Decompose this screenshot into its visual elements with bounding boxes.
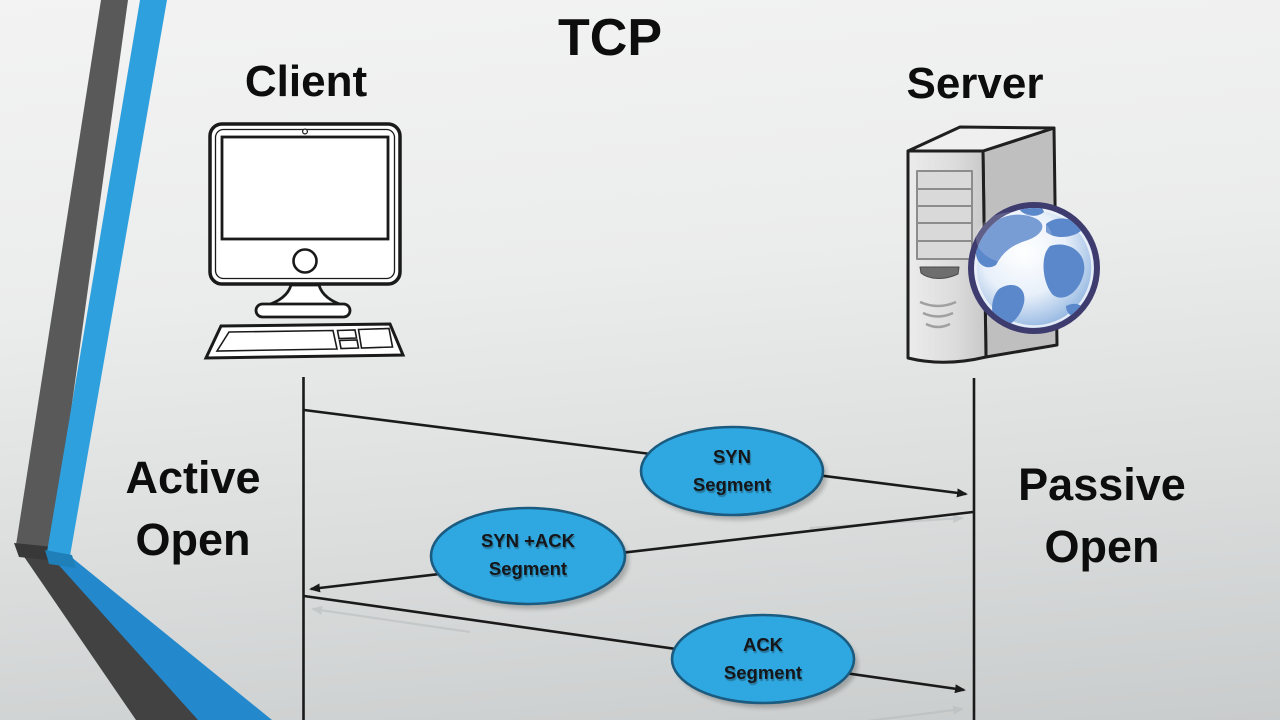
passive-open-line2: Open (1044, 521, 1160, 572)
webcam-dot (302, 128, 309, 135)
left-chevron-stripes (14, 0, 272, 720)
syn-ack-ellipse (429, 506, 627, 606)
message-ellipses (429, 425, 858, 708)
passive-open-line1: Passive (1018, 459, 1186, 510)
syn-ack-line2: Segment (488, 558, 568, 579)
syn-arrow (303, 408, 968, 498)
syn-segment-label: SYN Segment (642, 443, 822, 499)
arrow-reflections (311, 514, 964, 720)
page-title: TCP (558, 9, 662, 67)
ack-line1: ACK (742, 634, 784, 655)
drive-slot (919, 266, 960, 279)
vent-panel (916, 170, 973, 260)
handshake-arrows (303, 408, 974, 694)
ack-arrow (303, 594, 966, 694)
syn-line1: SYN (712, 446, 752, 467)
syn-ack-arrow (309, 510, 974, 593)
globe-icon (968, 202, 1100, 334)
desktop-computer-icon (203, 122, 406, 360)
ack-ellipse (670, 613, 856, 705)
active-open-line2: Open (135, 514, 251, 565)
active-open-line1: Active (125, 452, 261, 503)
syn-ack-line1: SYN +ACK (480, 530, 576, 551)
active-open-label: Active Open (88, 447, 298, 571)
syn-ack-segment-label: SYN +ACK Segment (433, 527, 623, 583)
keyboard (203, 322, 406, 360)
ack-line2: Segment (723, 662, 803, 683)
syn-line2: Segment (692, 474, 772, 495)
timelines (302, 377, 976, 720)
ack-segment-label: ACK Segment (673, 631, 853, 687)
syn-ellipse (639, 425, 825, 517)
server-label: Server (906, 59, 1044, 108)
client-label: Client (244, 57, 368, 106)
passive-open-label: Passive Open (997, 454, 1207, 578)
